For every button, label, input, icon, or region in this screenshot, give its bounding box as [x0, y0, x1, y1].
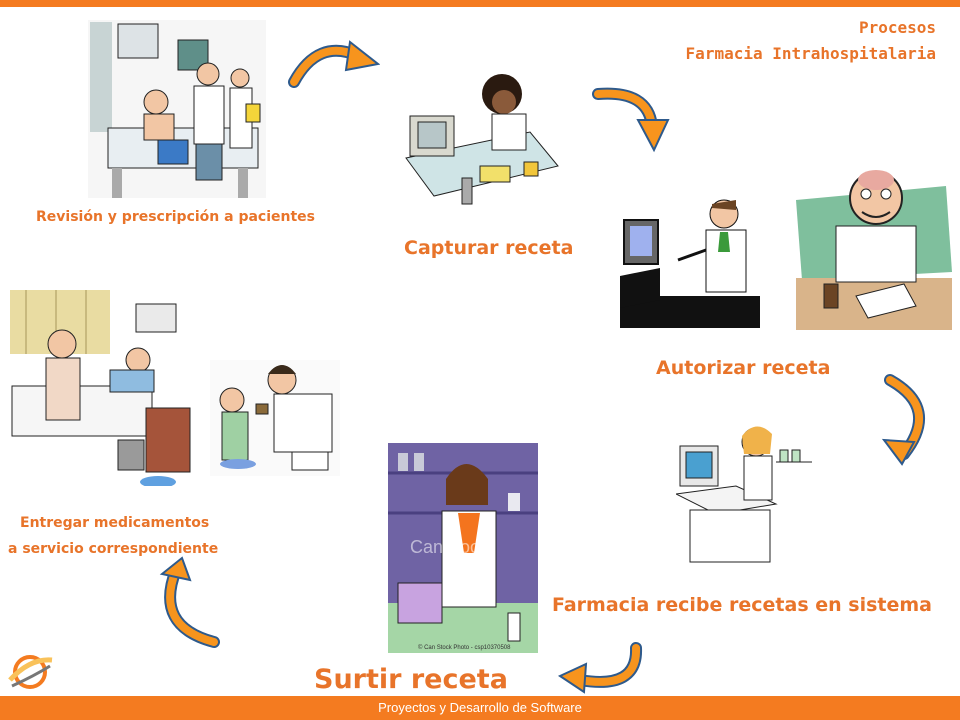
step-label-entregar-line2: a servicio correspondiente [8, 541, 219, 557]
company-logo [8, 655, 53, 689]
cycle-arrow-3 [881, 374, 925, 466]
step-label-revision: Revisión y prescripción a pacientes [36, 209, 315, 225]
nurse-medicine-illustration [210, 360, 340, 476]
pharmacist-filling-illustration: CanStock © Can Stock Photo - csp10370508 [388, 443, 538, 653]
step-label-capturar: Capturar receta [404, 237, 574, 259]
nurse-computer-illustration [405, 74, 559, 205]
pharmacist-stamp-illustration [796, 170, 952, 330]
top-accent-bar [0, 0, 960, 7]
step-label-surtir: Surtir receta [314, 664, 508, 695]
pharmacy-terminal-illustration [676, 426, 812, 563]
cycle-arrow-4 [557, 642, 643, 694]
step-label-autorizar: Autorizar receta [656, 357, 831, 379]
header-title: Procesos [858, 18, 936, 37]
doctor-patient-illustration [88, 20, 266, 198]
watermark-caption: © Can Stock Photo - csp10370508 [418, 644, 511, 651]
footer-text: Proyectos y Desarrollo de Software [378, 700, 582, 715]
cycle-arrow-2 [592, 87, 670, 153]
step-label-farmacia-recibe: Farmacia recibe recetas en sistema [552, 594, 932, 616]
footer-bar: Proyectos y Desarrollo de Software [0, 696, 960, 720]
doctor-monitor-illustration [620, 199, 760, 328]
step-label-entregar-line1: Entregar medicamentos [20, 515, 210, 531]
cycle-arrow-1 [288, 40, 380, 88]
cycle-arrow-5 [159, 556, 220, 648]
nurse-bedside-illustration [10, 290, 191, 486]
header-subtitle: Farmacia Intrahospitalaria [685, 44, 936, 63]
watermark-text: CanStock [410, 537, 489, 557]
